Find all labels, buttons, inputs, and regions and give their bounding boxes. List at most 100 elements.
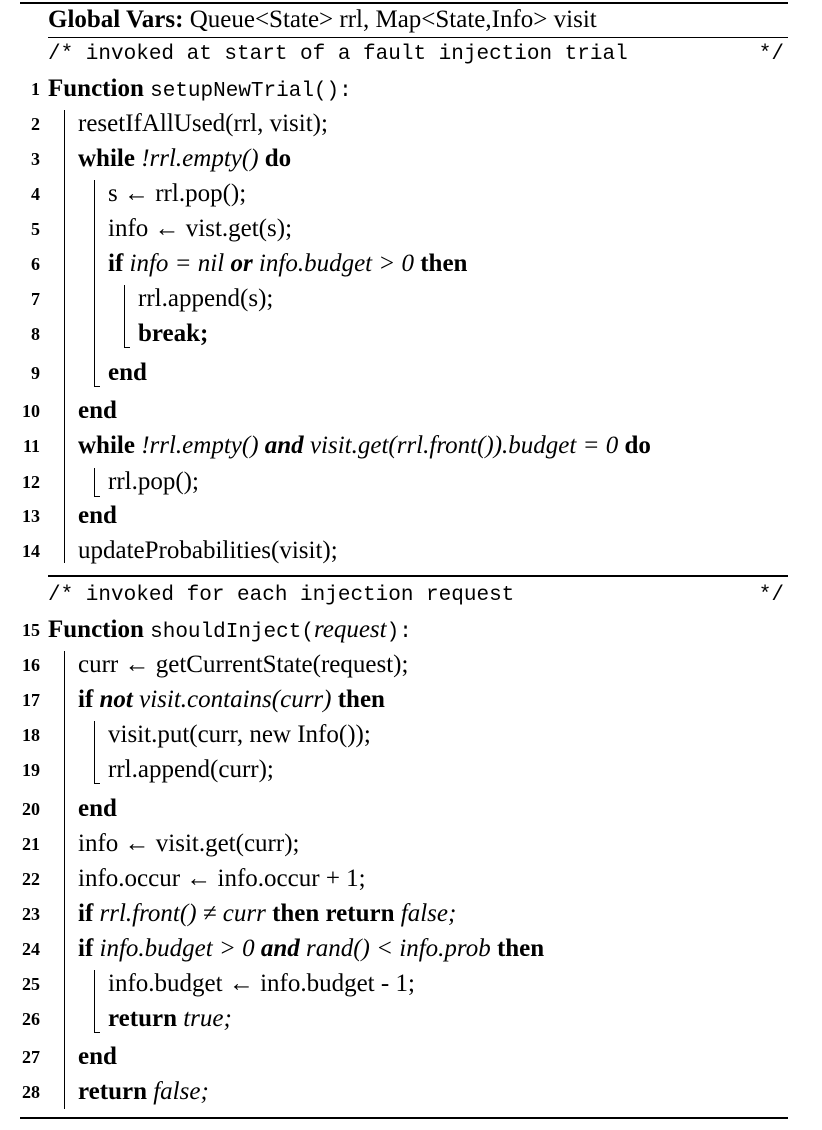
expression: info = nil [123, 250, 231, 277]
code-line: 16 curr ← getCurrentState(request); [0, 648, 822, 682]
code-line: 11 while !rrl.empty() and visit.get(rrl.… [0, 429, 822, 463]
keyword: if [108, 250, 124, 277]
code-line: 2 resetIfAllUsed(rrl, visit); [0, 107, 822, 141]
keyword: then [337, 686, 385, 713]
line-number: 9 [31, 363, 40, 383]
code-line: 15 Function shouldInject(request): [0, 613, 822, 647]
line-number: 13 [22, 506, 40, 526]
code-line: 26 return true; [0, 1002, 822, 1036]
indent-bar-inject [64, 651, 65, 1109]
code-line: 12 rrl.pop(); [0, 465, 822, 499]
code-text: rrl.append(s); [138, 285, 274, 312]
line-number: 26 [22, 1009, 40, 1029]
indent-bar-setup [64, 110, 65, 563]
function-name: shouldInject( [150, 621, 314, 644]
code-line: 10 end [0, 394, 822, 428]
code-text: info ← vist.get(s); [108, 215, 293, 242]
indent-foot-while-1 [94, 386, 100, 387]
code-text: updateProbabilities(visit); [78, 537, 338, 564]
expression: visit.contains(curr) [132, 686, 338, 713]
line-number: 17 [22, 690, 40, 710]
expression: false; [146, 1078, 209, 1105]
code-line: 27 end [0, 1040, 822, 1074]
keyword: end [78, 397, 117, 424]
keyword: then [496, 935, 545, 962]
code-line: 22 info.occur ← info.occur + 1; [0, 862, 822, 896]
code-text: rrl.append(curr); [108, 756, 274, 783]
indent-foot-while-2 [94, 496, 100, 497]
line-number: 28 [22, 1082, 40, 1102]
line-number: 27 [22, 1047, 40, 1067]
line-number: 15 [22, 620, 40, 640]
expression: visit.get(rrl.front()).budget = 0 [303, 432, 625, 459]
expression: info.budget > 0 [252, 250, 421, 277]
expression: info.budget > 0 [93, 935, 261, 962]
keyword: if [78, 935, 94, 962]
keyword: not [99, 686, 133, 713]
indent-bar-while-2 [94, 468, 95, 496]
code-line: 6 if info = nil or info.budget > 0 then [0, 247, 822, 281]
code-line: 23 if rrl.front() ≠ curr then return fal… [0, 897, 822, 931]
line-number: 4 [31, 184, 40, 204]
keyword: then return [272, 900, 395, 927]
code-line: 25 info.budget ← info.budget - 1; [0, 967, 822, 1001]
comment-setup: /* invoked at start of a fault injection… [48, 43, 628, 66]
keyword: while [78, 145, 135, 172]
top-rule [20, 2, 788, 4]
code-text: curr ← getCurrentState(request); [78, 651, 409, 678]
code-line: 8 break; [0, 317, 822, 351]
line-number: 14 [22, 541, 40, 561]
keyword: do [624, 432, 651, 459]
line-number: 8 [31, 324, 40, 344]
keyword: break; [138, 320, 209, 347]
code-text: visit.put(curr, new Info()); [108, 721, 371, 748]
function-keyword: Function [48, 616, 144, 643]
line-number: 7 [31, 289, 40, 309]
indent-foot-if-2 [94, 783, 100, 784]
function-name: setupNewTrial(): [150, 80, 352, 103]
code-line: 7 rrl.append(s); [0, 282, 822, 316]
expression: rand() < info.prob [299, 935, 497, 962]
code-line: 19 rrl.append(curr); [0, 753, 822, 787]
bottom-rule [20, 1117, 788, 1119]
comment-end-2: */ [758, 584, 784, 607]
line-number: 10 [22, 401, 40, 421]
line-number: 6 [31, 254, 40, 274]
code-line: 1 Function setupNewTrial(): [0, 72, 822, 106]
line-number: 18 [22, 725, 40, 745]
code-line: 20 end [0, 792, 822, 826]
keyword: end [78, 502, 117, 529]
keyword: return [108, 1005, 177, 1032]
comment-line-1: /* invoked at start of a fault injection… [0, 38, 822, 72]
expression: !rrl.empty() [134, 145, 265, 172]
line-number: 21 [22, 834, 40, 854]
line-number: 2 [31, 114, 40, 134]
global-vars-line: Global Vars: Queue<State> rrl, Map<State… [0, 3, 822, 37]
line-number: 24 [22, 939, 40, 959]
line-number: 11 [22, 436, 40, 456]
line-number: 23 [22, 904, 40, 924]
code-text: info.occur ← info.occur + 1; [78, 865, 366, 892]
function-param: request [313, 616, 387, 643]
function-keyword: Function [48, 75, 144, 102]
expression: !rrl.empty() [134, 432, 265, 459]
line-number: 19 [22, 760, 40, 780]
expression: rrl.front() ≠ curr [93, 900, 273, 927]
indent-bar-while-1 [94, 180, 95, 386]
keyword: end [108, 359, 147, 386]
header-rule [48, 37, 788, 38]
expression: true; [176, 1005, 232, 1032]
code-text: resetIfAllUsed(rrl, visit); [78, 110, 328, 137]
code-line: 18 visit.put(curr, new Info()); [0, 718, 822, 752]
indent-bar-if-3 [94, 970, 95, 1032]
code-text: s ← rrl.pop(); [108, 180, 247, 207]
keyword: and [260, 935, 300, 962]
keyword: end [78, 1043, 117, 1070]
code-text: info ← visit.get(curr); [78, 830, 300, 857]
line-number: 3 [31, 149, 40, 169]
line-number: 25 [22, 974, 40, 994]
code-line: 14 updateProbabilities(visit); [0, 534, 822, 568]
line-number: 20 [22, 799, 40, 819]
code-text: rrl.pop(); [108, 468, 199, 495]
comment-end-1: */ [758, 43, 784, 66]
